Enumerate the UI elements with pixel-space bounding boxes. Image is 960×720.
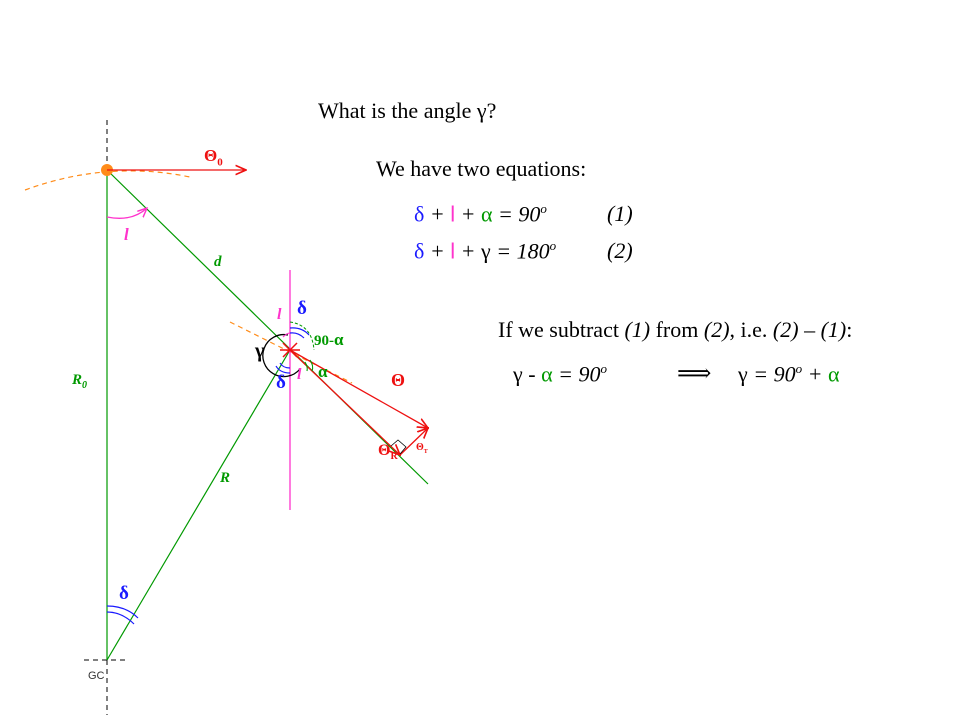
tangent-line bbox=[229, 321, 353, 384]
eq2-rhs: = 180 bbox=[490, 238, 550, 264]
derivation-ref-1: (1) bbox=[624, 317, 651, 342]
theta0-symbol: Θ bbox=[204, 146, 218, 165]
derivation-part-4: : bbox=[846, 317, 853, 342]
r-label: R bbox=[220, 470, 231, 486]
theta-t-symbol: Θ bbox=[416, 442, 424, 453]
delta-bottom-arc bbox=[106, 611, 135, 625]
result-rhs: = 90 bbox=[747, 361, 796, 387]
eq2-l: l bbox=[450, 238, 456, 264]
equation-2: δ + l + γ = 180o bbox=[414, 238, 556, 264]
equation-1-number: (1) bbox=[607, 201, 633, 226]
eq1-plus-2: + bbox=[455, 201, 481, 227]
ninety-minus-alpha-arc bbox=[289, 321, 315, 351]
eq2-plus-2: + bbox=[455, 238, 481, 264]
equations-intro: We have two equations: bbox=[376, 156, 587, 181]
l-lower-label: l bbox=[297, 366, 302, 383]
theta-t-subscript: T bbox=[423, 449, 428, 455]
gamma-angle-arc bbox=[262, 333, 301, 378]
result-alpha: α bbox=[827, 361, 840, 387]
gamma-label: γ bbox=[255, 340, 265, 362]
ninety-alpha-symbol: α bbox=[334, 330, 344, 349]
l-upper-label: l bbox=[277, 306, 282, 323]
alpha-arc bbox=[309, 359, 314, 372]
equation-1: δ + l + α = 90o bbox=[414, 201, 547, 227]
equation-2-number: (2) bbox=[607, 238, 633, 263]
eq1-l: l bbox=[450, 201, 456, 227]
theta0-label: Θ0 bbox=[204, 146, 223, 168]
r0-label: R0 bbox=[72, 372, 87, 391]
delta-upper-arc-2 bbox=[289, 327, 310, 336]
derivation-part-3: , i.e. bbox=[729, 317, 773, 342]
theta-r-arrow bbox=[289, 349, 400, 455]
derivation-ref-3: (2) – (1) bbox=[772, 317, 847, 342]
implies-symbol: ⟹ bbox=[677, 361, 712, 387]
theta0-subscript: 0 bbox=[217, 156, 223, 169]
derivation-result-lhs: γ - α = 90o bbox=[513, 361, 607, 387]
delta-lower-arc-2 bbox=[275, 365, 291, 374]
alpha-arc-2 bbox=[304, 361, 308, 372]
delta-upper-label: δ bbox=[297, 298, 307, 319]
eq2-delta: δ bbox=[414, 238, 425, 264]
eq2-gamma: γ bbox=[480, 238, 491, 264]
heading-prefix: What is the angle bbox=[318, 98, 477, 123]
result-lhs-gamma: γ bbox=[513, 361, 523, 387]
l-angle-arc bbox=[106, 208, 147, 219]
heading-gamma-symbol: γ bbox=[476, 98, 487, 123]
result-plus: + bbox=[802, 361, 828, 387]
theta-r-symbol: Θ bbox=[378, 442, 391, 459]
r-line bbox=[106, 349, 291, 661]
delta-lower-arc bbox=[279, 362, 291, 369]
l-top-label: l bbox=[124, 225, 129, 244]
r0-symbol: R bbox=[72, 372, 83, 388]
right-angle-marker bbox=[390, 439, 407, 455]
eq1-plus-1: + bbox=[424, 201, 451, 227]
eq1-alpha: α bbox=[480, 201, 493, 227]
question-heading: What is the angle γ? bbox=[318, 98, 496, 124]
derivation-part-2: from bbox=[650, 317, 704, 342]
result-degree: o bbox=[795, 361, 803, 376]
d-label: d bbox=[214, 254, 222, 270]
r0-subscript: 0 bbox=[82, 380, 88, 391]
eq2-degree: o bbox=[549, 238, 557, 253]
delta-lower-label: δ bbox=[276, 372, 286, 393]
result-lhs-alpha: α bbox=[541, 361, 553, 387]
delta-bottom-arc-2 bbox=[106, 605, 139, 619]
result-lhs-minus: - bbox=[522, 361, 542, 387]
alpha-label: α bbox=[318, 362, 328, 381]
theta-arrow bbox=[289, 349, 428, 428]
gc-label: GC bbox=[88, 670, 105, 682]
delta-upper-arc bbox=[289, 332, 305, 339]
derivation-ref-2: (2) bbox=[703, 317, 730, 342]
heading-suffix: ? bbox=[486, 98, 497, 123]
ninety-minus-alpha-label: 90-α bbox=[314, 330, 344, 350]
derivation-sentence: If we subtract (1) from (2), i.e. (2) – … bbox=[498, 317, 852, 343]
delta-bottom-label: δ bbox=[119, 583, 129, 604]
eq1-degree: o bbox=[540, 201, 547, 216]
result-lhs-degree: o bbox=[600, 361, 607, 376]
result-lhs-rhs: = 90 bbox=[552, 361, 601, 387]
theta-t-arrow bbox=[399, 428, 428, 456]
theta-r-label: ΘR bbox=[378, 442, 398, 462]
eq2-plus-1: + bbox=[424, 238, 451, 264]
eq1-delta: δ bbox=[414, 201, 425, 227]
result-gamma: γ bbox=[738, 361, 748, 387]
theta-t-label: ΘT bbox=[416, 442, 428, 455]
theta-r-subscript: R bbox=[390, 451, 398, 463]
derivation-result-rhs: γ = 90o + α bbox=[738, 361, 839, 387]
d-line bbox=[106, 169, 429, 485]
l-upper-arc bbox=[282, 332, 291, 338]
ninety-minus-text: 90- bbox=[314, 333, 334, 349]
derivation-part-1: If we subtract bbox=[498, 317, 625, 342]
theta-label: Θ bbox=[391, 370, 406, 390]
eq1-rhs: = 90 bbox=[492, 201, 541, 227]
